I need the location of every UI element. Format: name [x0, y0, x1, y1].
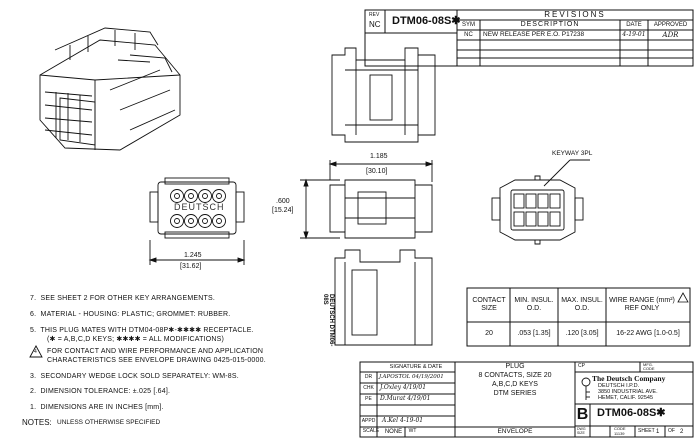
tb-sig-appd: A.Kel 4-19-01: [382, 417, 424, 424]
note-1: 1. DIMENSIONS ARE IN INCHES [mm].: [30, 404, 164, 411]
deutsch-logo-icon: [581, 377, 591, 400]
note-3: 3. SECONDARY WEDGE LOCK SOLD SEPARATELY:…: [30, 373, 239, 380]
rev-header-sym: SYM: [461, 21, 475, 28]
rev-header-date: DATE: [626, 21, 642, 28]
tb-dwg-number: DTM06-08S✱: [597, 407, 666, 419]
bottom-view: [334, 249, 433, 346]
tb-wt-label: WT: [408, 428, 417, 435]
tb-address-2: 3850 INDUSTRIAL AVE.: [598, 389, 658, 395]
tb-mfg-label: MFG. CODE: [643, 362, 655, 371]
note-5: 5. THIS PLUG MATES WITH DTM04-08P✱-✱✱✱✱ …: [30, 327, 254, 334]
tb-sheet-value: 1: [656, 429, 660, 435]
top-view: [331, 47, 436, 143]
tb-envelope: ENVELOPE: [497, 428, 533, 436]
note-4-flag-icon: [29, 345, 43, 358]
note-2: 2. DIMENSION TOLERANCE: ±.025 [.64].: [30, 388, 171, 395]
note-4-num: 4: [34, 349, 37, 355]
wire-cell-wire-range: 16-22 AWG [1.0-0.5]: [616, 329, 680, 337]
tb-label-chk: CHK: [363, 384, 374, 391]
tb-label-pe: PE: [365, 395, 372, 402]
note-5-line2: (✱ = A,B,C,D KEYS; ✱✱✱✱ = ALL MODIFICATI…: [47, 336, 224, 343]
rear-view: [491, 159, 590, 245]
dim-height-mm: [15.24]: [272, 207, 294, 214]
tb-scale-value: NONE: [384, 428, 403, 435]
part-number-header: DTM06-08S✱: [392, 15, 461, 27]
wire-header-min-od: MIN. INSUL. O.D.: [514, 296, 554, 312]
wire-cell-contact-size: 20: [485, 329, 493, 337]
tb-sig-chk: J.Oxley 4/19/01: [380, 384, 427, 391]
side-view: [300, 160, 434, 240]
tb-desc-line1: PLUG: [505, 363, 525, 371]
note-4: FOR CONTACT AND WIRE PERFORMANCE AND APP…: [47, 348, 264, 355]
tb-code-label: CODE: [614, 426, 626, 431]
tb-of-label: OF: [668, 428, 675, 434]
tb-address-1: DEUTSCH I.P.D.: [598, 383, 640, 389]
front-face-brand: DEUTSCH: [174, 202, 225, 212]
isometric-view: [39, 27, 181, 151]
note-6: 6. MATERIAL - HOUSING: PLASTIC; GROMMET:…: [30, 311, 231, 318]
tb-address-3: HEMET, CALIF. 92545: [598, 395, 654, 401]
note-7: 7. SEE SHEET 2 FOR OTHER KEY ARRANGEMENT…: [30, 295, 215, 302]
tb-size-letter: B: [576, 405, 589, 423]
rev-value: NC: [369, 20, 381, 29]
sig-header: SIGNATURE & DATE: [389, 363, 443, 370]
wire-header-max-od: MAX. INSUL. O.D.: [561, 296, 603, 312]
revisions-title: REVISIONS: [544, 10, 606, 20]
tb-dwg-label: DWG SIZE: [577, 427, 586, 435]
rev-label: REV: [369, 12, 380, 18]
tb-desc-line3: A,B,C,D KEYS: [492, 381, 538, 389]
tb-cp-label: CP: [578, 363, 585, 369]
rev-row-date: 4-19-01: [622, 30, 646, 38]
notes-footer-text: UNLESS OTHERWISE SPECIFIED: [57, 419, 161, 426]
wire-header-contact-size: CONTACT SIZE: [472, 296, 506, 312]
tb-desc-line2: 8 CONTACTS, SIZE 20: [478, 372, 552, 380]
tb-desc-line4: DTM SERIES: [493, 390, 537, 398]
wire-range-flag-icon: [677, 292, 689, 303]
note-4-line2: CHARACTERISTICS SEE ENVELOPE DRAWING 042…: [47, 357, 266, 364]
tb-scale-label: SCALE: [362, 428, 380, 435]
tb-sig-dr: J.APOSTOL 04/19/2001: [379, 374, 444, 380]
rev-header-description: DESCRIPTION: [520, 20, 580, 28]
dim-top-width: 1.185: [370, 153, 388, 160]
tb-label-appd: APPD: [361, 417, 376, 424]
front-face-view: [148, 177, 246, 265]
tb-code-value: 11139: [614, 431, 625, 436]
rev-row-description: NEW RELEASE PER E.O. P17238: [483, 31, 585, 38]
dim-top-width-mm: [30.10]: [366, 168, 388, 175]
tb-label-dr: DR: [364, 373, 373, 380]
wire-cell-max-od: .120 [3.05]: [565, 329, 599, 337]
dim-height: .600: [276, 198, 290, 205]
bottom-view-side-text: DEUTSCH DTM06-08S: [322, 294, 334, 347]
dim-bottom-width-mm: [31.62]: [180, 263, 202, 270]
keyway-callout: KEYWAY 3PL: [552, 150, 593, 157]
notes-label: NOTES:: [22, 418, 52, 427]
wire-header-wire-range: WIRE RANGE (mm²) REF ONLY: [609, 296, 675, 312]
tb-company: The Deutsch Company: [592, 374, 666, 383]
wire-cell-min-od: .053 [1.35]: [517, 329, 551, 337]
tb-sheet-label: SHEET: [638, 428, 655, 434]
tb-sig-pe: D.Murat 4/19/01: [380, 395, 431, 402]
rev-header-approved: APPROVED: [653, 21, 688, 28]
rev-row-approved: ADR: [662, 30, 679, 39]
rev-row-sym: NC: [464, 31, 473, 38]
dim-bottom-width: 1.245: [184, 252, 202, 259]
tb-of-value: 2: [680, 429, 684, 435]
